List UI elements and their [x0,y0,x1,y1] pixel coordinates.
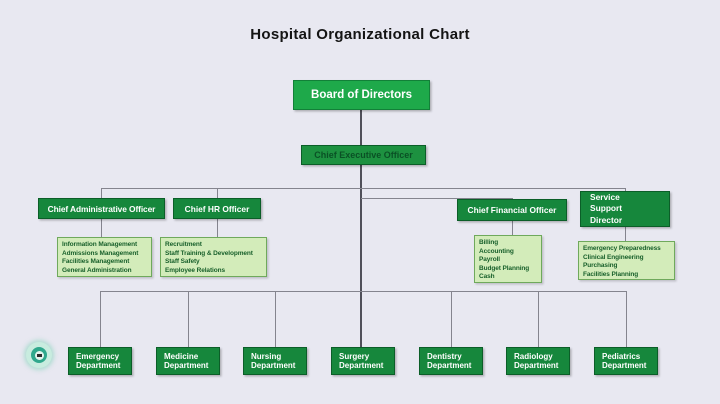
connector-drop-medicine [188,291,189,347]
node-chief-financial-officer[interactable]: Chief Financial Officer [457,199,567,221]
text-line: Department [602,361,647,370]
text-line: Surgery [339,351,370,361]
connector-cfo-duties [512,221,513,235]
text-line: Department [164,361,209,370]
text-line: Admissions Management [62,249,139,257]
connector-ssd-duties [625,227,626,241]
node-chief-administrative-officer[interactable]: Chief Administrative Officer [38,198,165,219]
text-line: Recruitment [165,241,202,248]
connector-ceo-trunk [360,165,362,347]
page-title: Hospital Organizational Chart [250,26,470,43]
text-line: Facilities Planning [583,270,639,278]
text-line: Radiology [514,351,553,361]
connector-drop-ssd [625,188,626,191]
node-chief-hr-officer[interactable]: Chief HR Officer [173,198,261,219]
node-label: Service Support Director [590,191,623,225]
text-line: Nursing [251,351,282,361]
brand-badge-icon[interactable] [26,342,52,368]
text-line: Purchasing [583,262,618,269]
connector-drop-pediatrics [626,291,627,347]
connector-drop-emergency [100,291,101,347]
connector-cfo-rail [361,198,512,199]
connector-chr-duties [217,219,218,237]
text-line: Medicine [164,351,199,361]
text-line: Pediatrics [602,351,641,361]
text-line: Clinical Engineering [583,253,644,261]
node-service-support-director[interactable]: Service Support Director [580,191,670,227]
connector-board-to-ceo [360,110,362,145]
brand-badge-core [34,350,44,360]
connector-drop-cao [101,188,102,198]
connector-drop-dentistry [451,291,452,347]
text-line: Cash [479,273,495,280]
connector-drop-radiology [538,291,539,347]
text-line: Budget Planning [479,264,530,272]
text-line: Dentistry [427,351,462,361]
text-line: Department [76,361,121,370]
text-line: Billing [479,239,499,246]
text-line: Department [427,361,472,370]
connector-officers-rail [101,188,626,189]
node-board-of-directors[interactable]: Board of Directors [293,80,430,110]
text-line: Facilities Management [62,258,130,265]
text-line: Department [251,361,296,370]
node-chief-executive-officer[interactable]: Chief Executive Officer [301,145,426,165]
connector-departments-rail [100,291,626,292]
connector-drop-chr [217,188,218,198]
text-line: Emergency Preparedness [583,245,661,252]
text-line: Accounting [479,247,514,255]
text-line: Department [514,361,559,370]
text-line: Staff Training & Development [165,249,253,257]
text-line: Staff Safety [165,258,200,265]
text-line: Emergency [76,351,120,361]
text-line: General Administration [62,266,132,274]
text-line: Department [339,361,384,370]
brand-badge-ring [31,347,47,363]
brand-badge-dash [36,353,42,357]
text-line: Information Management [62,241,138,248]
text-line: Employee Relations [165,266,225,274]
connector-drop-nursing [275,291,276,347]
connector-cao-duties [101,219,102,237]
text-line: Payroll [479,256,500,263]
